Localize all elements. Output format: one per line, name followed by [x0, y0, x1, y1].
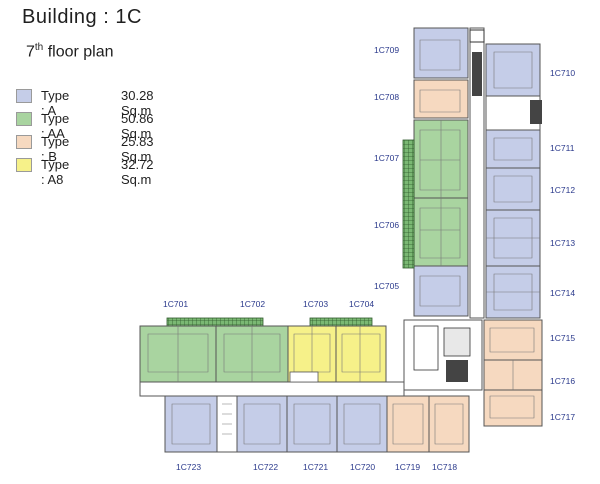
- unit-1c711: [485, 129, 541, 169]
- unit-label-1c715: 1C715: [550, 333, 575, 343]
- vertical-wing-right-column: [485, 43, 542, 319]
- legend-swatch-type-aa: [16, 112, 32, 126]
- horizontal-wing-top-row: [139, 317, 387, 383]
- balcony-1c703-1c704: [309, 317, 373, 327]
- unit-label-1c714: 1C714: [550, 288, 575, 298]
- unit-label-1c717: 1C717: [550, 412, 575, 422]
- unit-label-1c701: 1C701: [163, 299, 188, 309]
- unit-label-1c723: 1C723: [176, 462, 201, 472]
- unit-1c704: [335, 325, 387, 383]
- building-title: Building : 1C: [22, 6, 142, 28]
- unit-label-1c703: 1C703: [303, 299, 328, 309]
- core-shaft: [446, 360, 468, 382]
- unit-1c708: [413, 79, 469, 119]
- lift-lobby: [413, 325, 439, 371]
- unit-label-1c719: 1C719: [395, 462, 420, 472]
- unit-1c712: [485, 167, 541, 211]
- unit-label-1c713: 1C713: [550, 238, 575, 248]
- legend-area-value: 50.86 Sq.m: [121, 111, 154, 141]
- unit-1c721: [286, 395, 338, 453]
- legend-area-value: 32.72 Sq.m: [121, 157, 154, 187]
- legend-type-label: Type : AA: [41, 111, 70, 141]
- unit-1c705: [413, 265, 469, 317]
- unit-1c718: [428, 395, 470, 453]
- service-shaft: [472, 52, 482, 96]
- floor-plan-subtitle: 7th floor plan: [26, 42, 114, 61]
- legend-area-value: 25.83 Sq.m: [121, 134, 154, 164]
- unit-label-1c705: 1C705: [374, 281, 399, 291]
- unit-label-1c711: 1C711: [550, 143, 575, 153]
- legend-type-label: Type : A8: [41, 157, 70, 187]
- legend-swatch-type-b: [16, 135, 32, 149]
- unit-label-1c722: 1C722: [253, 462, 278, 472]
- balcony-1c701-1c702: [166, 317, 264, 327]
- unit-1c720: [336, 395, 388, 453]
- vertical-wing-left-column: [402, 27, 469, 317]
- stair-landing: [289, 371, 319, 383]
- unit-label-1c709: 1C709: [374, 45, 399, 55]
- unit-label-1c718: 1C718: [432, 462, 457, 472]
- horizontal-corridor: [139, 381, 405, 397]
- legend-swatch-type-a: [16, 89, 32, 103]
- unit-label-1c721: 1C721: [303, 462, 328, 472]
- unit-label-1c702: 1C702: [240, 299, 265, 309]
- unit-1c723: [164, 395, 218, 453]
- stair-core-top: [469, 29, 485, 43]
- unit-label-1c704: 1C704: [349, 299, 374, 309]
- balcony-1c706-1c707: [402, 139, 415, 269]
- unit-label-1c708: 1C708: [374, 92, 399, 102]
- horizontal-wing-bottom-row: [164, 395, 470, 453]
- staircase: [443, 327, 471, 357]
- duct: [530, 100, 542, 124]
- legend-type-label: Type : B: [41, 134, 70, 164]
- unit-1c715: [483, 319, 543, 361]
- unit-label-1c707: 1C707: [374, 153, 399, 163]
- floor-ordinal-suffix: th: [34, 42, 44, 53]
- unit-label-1c710: 1C710: [550, 68, 575, 78]
- unit-1c710: [485, 43, 541, 97]
- legend-swatch-type-a8: [16, 158, 32, 172]
- unit-1c709: [413, 27, 469, 79]
- unit-label-1c716: 1C716: [550, 376, 575, 386]
- vertical-corridor: [469, 27, 485, 319]
- unit-label-1c720: 1C720: [350, 462, 375, 472]
- unit-label-1c706: 1C706: [374, 220, 399, 230]
- unit-1c719: [386, 395, 430, 453]
- floor-number: 7: [26, 43, 35, 61]
- unit-label-1c712: 1C712: [550, 185, 575, 195]
- unit-1c722: [236, 395, 288, 453]
- legend-area-value: 30.28 Sq.m: [121, 88, 154, 118]
- floor-plan-text: floor plan: [43, 43, 114, 61]
- legend-type-label: Type : A: [41, 88, 70, 118]
- unit-1c717: [483, 389, 543, 427]
- lower-right-units: [483, 319, 543, 427]
